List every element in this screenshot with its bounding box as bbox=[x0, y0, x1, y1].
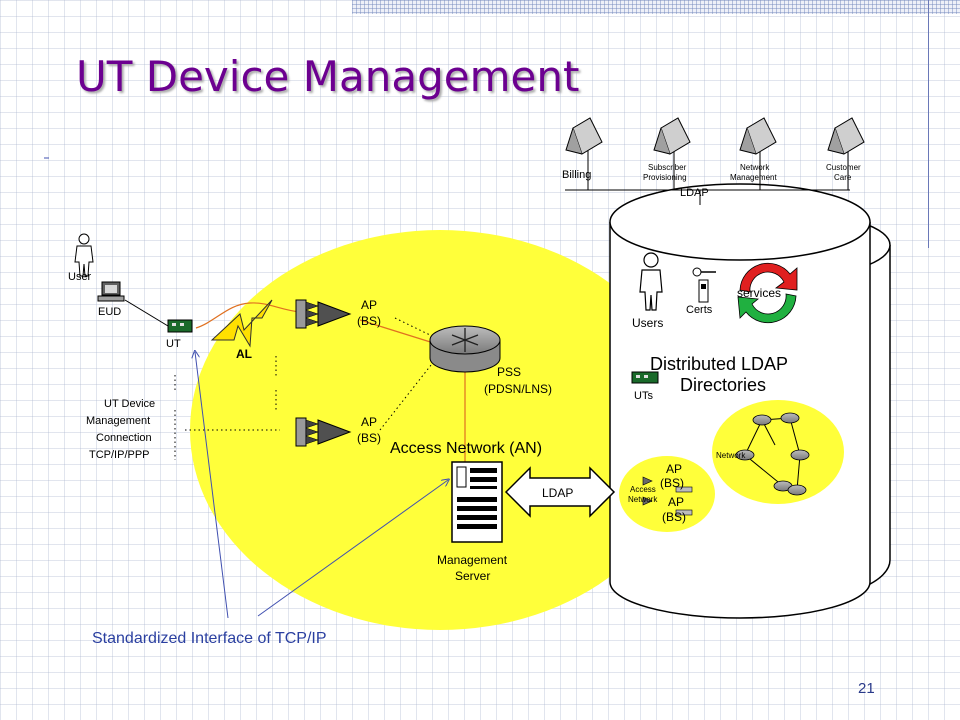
ut-device-icon bbox=[167, 319, 193, 333]
access-bubble-ap-icons bbox=[642, 476, 693, 516]
ap-upper-icon bbox=[295, 299, 352, 329]
ldap-double-arrow bbox=[504, 466, 616, 518]
connection-label-2: Management bbox=[86, 415, 150, 427]
bs-lower-label: (BS) bbox=[357, 431, 381, 445]
network-bubble bbox=[712, 400, 844, 504]
access-bubble-label-1: Access bbox=[630, 485, 656, 494]
pss-label-2: (PDSN/LNS) bbox=[484, 382, 552, 396]
page-number: 21 bbox=[858, 680, 875, 697]
services-label: services bbox=[737, 286, 781, 300]
connection-label-1: UT Device bbox=[104, 398, 155, 410]
bs-upper-label: (BS) bbox=[357, 314, 381, 328]
ap-lower-label: AP bbox=[361, 415, 377, 429]
ap-lower-icon bbox=[295, 417, 352, 447]
uts-label: UTs bbox=[634, 390, 653, 402]
access-bubble-bs-2: (BS) bbox=[662, 510, 686, 524]
pss-label-1: PSS bbox=[497, 365, 521, 379]
eud-label: EUD bbox=[98, 306, 121, 318]
billing-label: Billing bbox=[562, 169, 591, 181]
directory-title-2: Directories bbox=[680, 375, 766, 395]
access-bubble-ap-2: AP bbox=[668, 495, 684, 509]
ldap-arrow-label: LDAP bbox=[542, 486, 573, 500]
network-bubble-routers bbox=[735, 412, 810, 496]
user-icon bbox=[74, 233, 94, 277]
annotation-arrows bbox=[195, 352, 448, 619]
directory-title-1: Distributed LDAP bbox=[650, 354, 788, 374]
orange-links bbox=[195, 302, 499, 498]
certs-label: Certs bbox=[686, 304, 713, 316]
services-icon bbox=[737, 262, 798, 324]
uts-icon bbox=[631, 371, 659, 384]
eud-ut-link bbox=[124, 299, 169, 327]
connection-label-4: TCP/IP/PPP bbox=[89, 449, 150, 461]
network-node-icon bbox=[739, 117, 777, 155]
certs-icon bbox=[692, 267, 716, 303]
network-label-1: Network bbox=[740, 163, 770, 172]
connection-label-3: Connection bbox=[96, 432, 152, 444]
server-label-2: Server bbox=[455, 569, 490, 583]
users-icon bbox=[639, 252, 663, 311]
dotted-connectors bbox=[174, 317, 436, 460]
air-link-bolt-icon bbox=[210, 299, 273, 348]
network-label-2: Management bbox=[730, 173, 777, 182]
access-bubble-bs-1: (BS) bbox=[660, 476, 684, 490]
ap-upper-label: AP bbox=[361, 298, 377, 312]
customer-label-1: Customer bbox=[826, 163, 861, 172]
management-server-icon bbox=[451, 461, 503, 543]
users-label: Users bbox=[632, 316, 663, 330]
access-bubble-label-2: Network bbox=[628, 495, 658, 504]
subscriber-label-1: Subscriber bbox=[648, 163, 687, 172]
ut-label: UT bbox=[166, 338, 181, 350]
pss-router-icon bbox=[429, 325, 501, 373]
interface-caption: Standardized Interface of TCP/IP bbox=[92, 630, 327, 647]
header-band bbox=[352, 0, 960, 14]
customer-node-icon bbox=[827, 117, 865, 155]
subscriber-label-2: Provisioning bbox=[643, 173, 687, 182]
right-rule bbox=[928, 0, 929, 248]
access-network-label: Access Network (AN) bbox=[390, 440, 542, 457]
eud-computer-icon bbox=[97, 281, 125, 302]
user-label: User bbox=[68, 271, 92, 283]
network-bubble-label: Network bbox=[716, 451, 746, 460]
access-bubble-ap-1: AP bbox=[666, 462, 682, 476]
server-label-1: Management bbox=[437, 553, 508, 567]
yellow-coverage-zone bbox=[190, 230, 690, 630]
ldap-bus bbox=[565, 150, 850, 205]
subscriber-node-icon bbox=[653, 117, 691, 155]
customer-label-2: Care bbox=[834, 173, 852, 182]
slide-title: UT Device Management bbox=[76, 52, 580, 101]
billing-node-icon bbox=[565, 117, 603, 155]
al-label: AL bbox=[236, 347, 252, 361]
top-ldap-label: LDAP bbox=[680, 187, 709, 199]
